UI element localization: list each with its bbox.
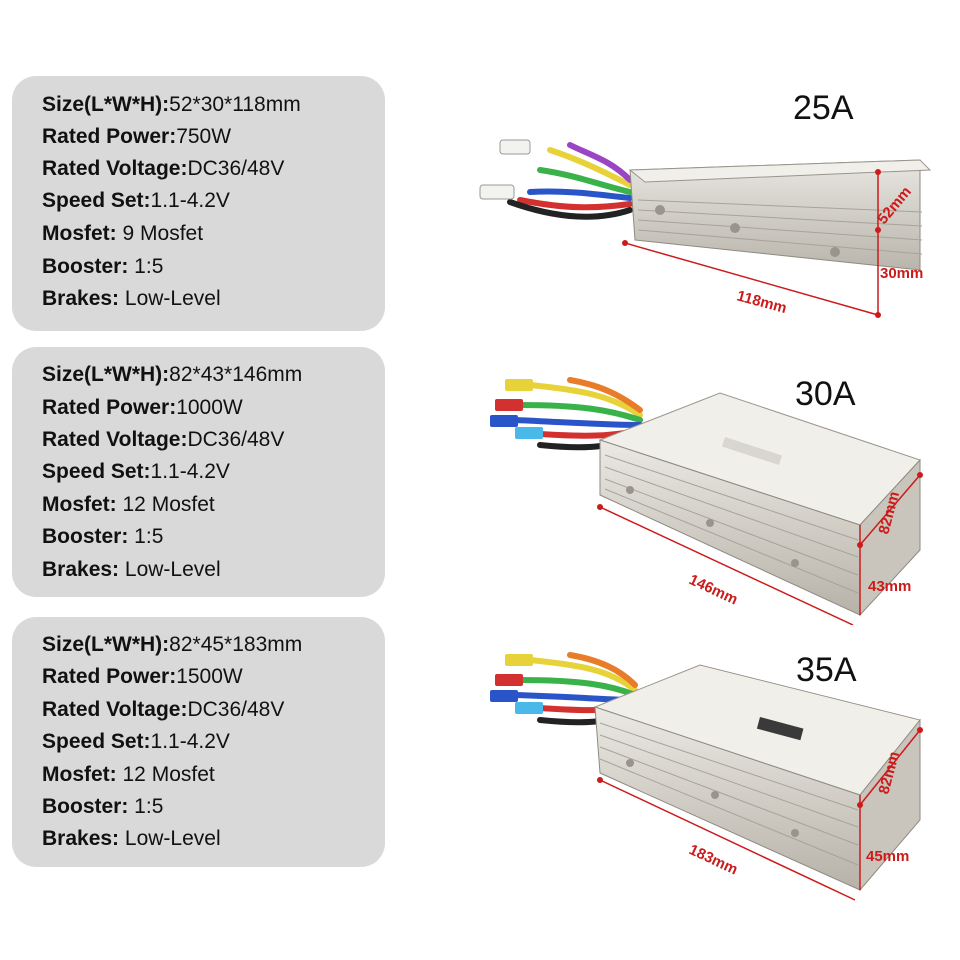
- dim-length: 118mm: [735, 287, 789, 317]
- spec-brakes: Brakes: Low-Level: [42, 558, 221, 581]
- connector: [490, 690, 518, 702]
- spec-size: Size(L*W*H):52*30*118mm: [42, 93, 301, 116]
- dim-length: 183mm: [686, 841, 740, 878]
- spec-size: Size(L*W*H):82*43*146mm: [42, 363, 303, 386]
- wire-bundle: [507, 142, 633, 220]
- spec-rated-power: Rated Power:1000W: [42, 396, 243, 419]
- spec-mosfet: Mosfet: 12 Mosfet: [42, 763, 215, 786]
- controller-image-25a: 118mm 52mm 30mm: [479, 139, 932, 318]
- dim-width: 43mm: [868, 578, 911, 595]
- connector: [515, 427, 543, 439]
- spec-rated-voltage: Rated Voltage:DC36/48V: [42, 157, 285, 180]
- dim-width: 30mm: [880, 265, 923, 282]
- connector: [505, 654, 533, 666]
- connector: [515, 702, 543, 714]
- spec-brakes: Brakes: Low-Level: [42, 827, 221, 850]
- spec-brakes: Brakes: Low-Level: [42, 287, 221, 310]
- spec-rated-voltage: Rated Voltage:DC36/48V: [42, 428, 285, 451]
- spec-card-35a: [12, 617, 385, 867]
- connector: [495, 399, 523, 411]
- spec-booster: Booster: 1:5: [42, 255, 164, 278]
- amp-label-25a: 25A: [793, 89, 854, 127]
- connector: [505, 379, 533, 391]
- spec-speed-set: Speed Set:1.1-4.2V: [42, 460, 230, 483]
- dim-width: 45mm: [866, 848, 909, 865]
- connector: [495, 674, 523, 686]
- connector: [499, 139, 531, 155]
- spec-booster: Booster: 1:5: [42, 525, 164, 548]
- spec-rated-power: Rated Power:750W: [42, 125, 232, 148]
- spec-mosfet: Mosfet: 9 Mosfet: [42, 222, 204, 245]
- dim-length: 146mm: [686, 571, 740, 608]
- amp-label-30a: 30A: [795, 375, 856, 413]
- spec-rated-power: Rated Power:1500W: [42, 665, 243, 688]
- spec-card-25a: [12, 76, 385, 331]
- controller-image-30a: 146mm 82mm 43mm: [490, 377, 923, 625]
- spec-rated-voltage: Rated Voltage:DC36/48V: [42, 698, 285, 721]
- amp-label-35a: 35A: [796, 651, 857, 689]
- spec-mosfet: Mosfet: 12 Mosfet: [42, 493, 215, 516]
- connector: [490, 415, 518, 427]
- controller-image-35a: 183mm 82mm 45mm: [490, 652, 923, 901]
- spec-card-30a: [12, 347, 385, 597]
- spec-speed-set: Speed Set:1.1-4.2V: [42, 189, 230, 212]
- spec-booster: Booster: 1:5: [42, 795, 164, 818]
- connector: [479, 184, 515, 200]
- barcode-label: [756, 716, 804, 741]
- spec-size: Size(L*W*H):82*45*183mm: [42, 633, 303, 656]
- spec-speed-set: Speed Set:1.1-4.2V: [42, 730, 230, 753]
